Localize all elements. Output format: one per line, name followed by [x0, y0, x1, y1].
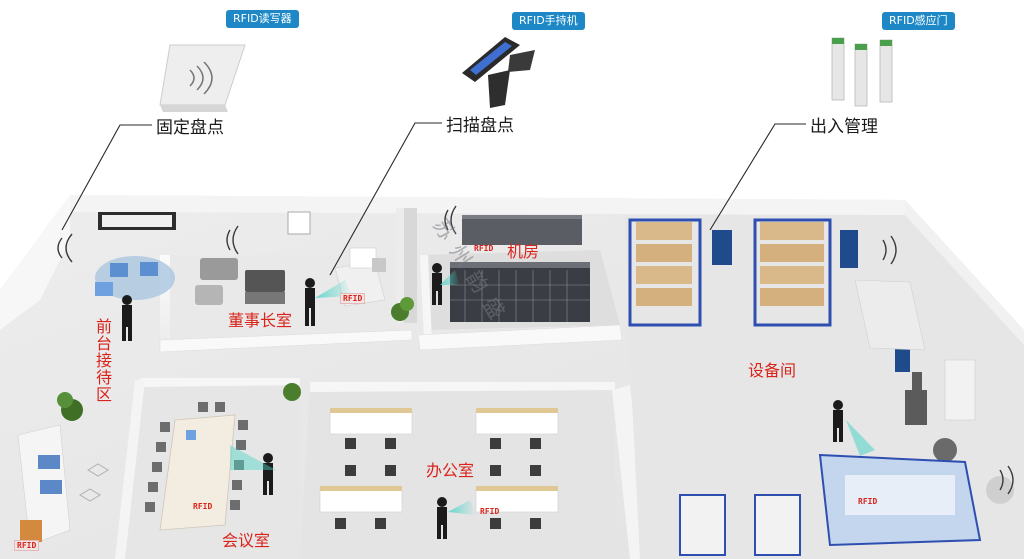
- callout-scan-inventory: 扫描盘点: [446, 116, 514, 136]
- office-desks: [319, 408, 559, 513]
- room-label-server-room: 机房: [507, 242, 540, 261]
- rfid-gate-tag: RFID感应门: [882, 12, 955, 30]
- room-label-chairman-office: 董事长室: [228, 311, 293, 330]
- wall-calligraphy: [287, 211, 311, 235]
- room-label-meeting-room: 会议室: [222, 531, 271, 550]
- callout-fixed-inventory: 固定盘点: [156, 118, 224, 138]
- chairman-office-area: [159, 247, 413, 353]
- rfid-mark-meeting: RFID: [193, 502, 213, 511]
- callout-access-management: 出入管理: [810, 117, 878, 137]
- rfid-mark-office: RFID: [480, 507, 500, 516]
- room-label-equipment-room: 设备间: [748, 361, 797, 380]
- rfid-reader-tag: RFID读写器: [226, 10, 299, 28]
- meeting-chairs: [145, 402, 248, 512]
- meeting-room-area: [115, 378, 301, 559]
- office-area: [300, 382, 648, 559]
- scan-beams: [230, 270, 875, 515]
- room-label-reception: 前台接待区: [93, 318, 112, 403]
- pillar: [391, 208, 417, 323]
- rfid-handheld-icon: [462, 37, 535, 108]
- people: [122, 263, 843, 539]
- robot-arm: [905, 372, 957, 462]
- rfid-mark-chairman: RFID: [340, 293, 366, 304]
- server-room-area: [417, 215, 623, 351]
- reader-signal-arcs: [57, 205, 1014, 495]
- storage-shelves: [628, 218, 832, 327]
- rfid-mark-server: RFID: [474, 244, 494, 253]
- server-racks: [450, 262, 590, 322]
- room-label-office: 办公室: [426, 461, 475, 480]
- callout-leaders: [61, 122, 806, 276]
- office-chairs: [335, 438, 541, 529]
- rfid-mark-equipment: RFID: [858, 497, 878, 506]
- rfid-gate-icon: [831, 37, 893, 107]
- reception-area: [17, 256, 175, 546]
- rfid-mark-reception: RFID: [14, 540, 40, 551]
- rfid-reader-icon: [159, 44, 246, 112]
- equipment-room-area: [625, 215, 1024, 559]
- rfid-handheld-tag: RFID手持机: [512, 12, 585, 30]
